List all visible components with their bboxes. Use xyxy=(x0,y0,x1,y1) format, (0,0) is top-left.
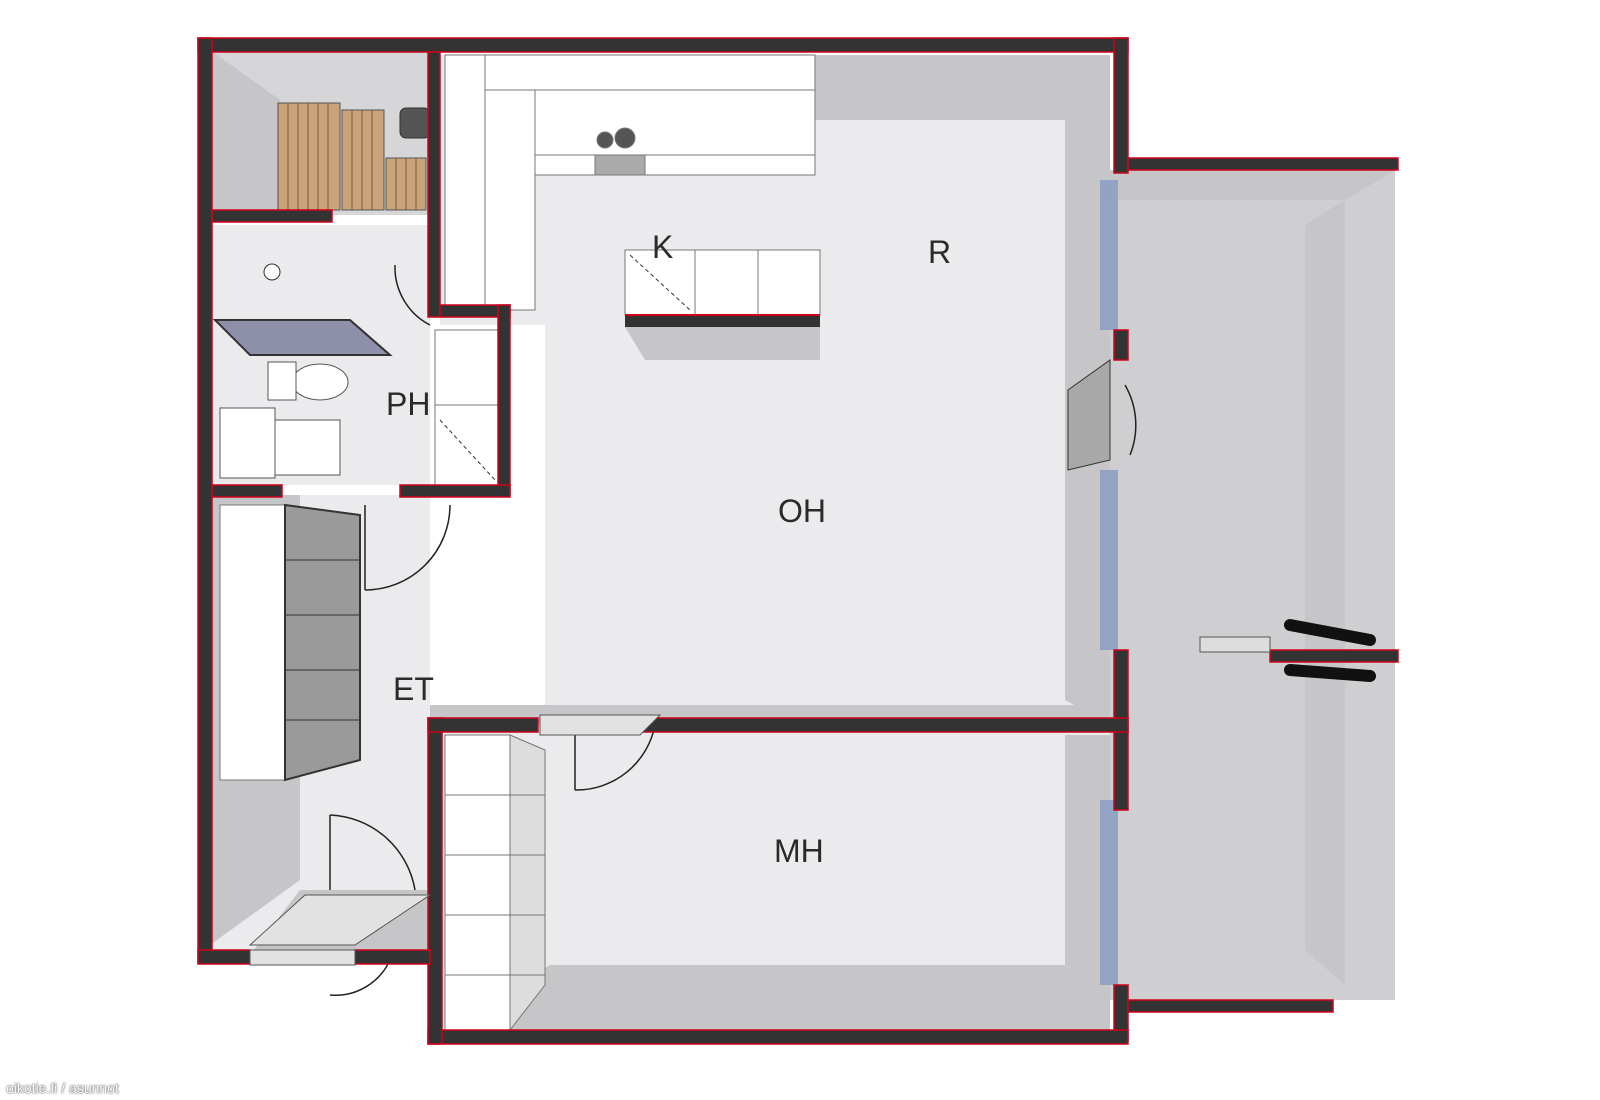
hob-ring-1 xyxy=(596,131,614,149)
wall-kitchen-vert xyxy=(497,304,511,496)
windows xyxy=(1100,180,1118,985)
balcony-door xyxy=(1067,359,1376,682)
sauna-benches xyxy=(277,102,431,211)
door-swings xyxy=(329,264,1137,996)
wall-bath-hall xyxy=(211,484,283,498)
fridge-lower xyxy=(434,404,501,486)
sink xyxy=(274,419,341,476)
room-label-kitchen: K xyxy=(652,229,673,265)
window-bedroom xyxy=(1100,800,1118,985)
sauna-left-shade xyxy=(210,50,280,215)
island-shade xyxy=(625,327,820,360)
bedroom-wardrobes xyxy=(444,734,546,1032)
balcony-bottom-wall xyxy=(1127,999,1334,1013)
counter-top-back xyxy=(459,54,816,91)
island-base xyxy=(625,315,820,327)
kitchen-island xyxy=(624,249,821,360)
hall-door-arc xyxy=(364,504,451,591)
oven xyxy=(594,154,646,176)
room-label-dining: R xyxy=(928,234,951,270)
wall-bottom-bedroom xyxy=(427,1029,1129,1045)
balcony-floor xyxy=(1110,170,1395,1000)
bath-door-arc xyxy=(394,264,431,326)
thresholds xyxy=(248,714,662,966)
bedroom-bottom-shade xyxy=(430,965,1110,1040)
bedroom-floor xyxy=(430,725,1110,1040)
shower-drain xyxy=(263,263,281,281)
walls xyxy=(197,37,1399,1045)
window-living xyxy=(1100,180,1118,330)
wall-right-upper xyxy=(1113,37,1129,174)
sauna-bench-mid xyxy=(341,109,385,211)
window-living-lower xyxy=(1100,470,1118,650)
balcony-right-shade xyxy=(1305,200,1345,985)
balcony-divider xyxy=(1269,649,1399,663)
bedroom-right-shade xyxy=(1065,735,1110,1040)
wall-sauna-right xyxy=(427,51,441,318)
balcony-top-shade xyxy=(1110,170,1395,200)
bench-slats xyxy=(287,103,417,210)
outer-door-arc xyxy=(329,959,391,996)
shower-screen xyxy=(212,319,393,356)
hob-ring-2 xyxy=(614,127,636,149)
wall-entry-bottom xyxy=(197,949,251,965)
toilet xyxy=(291,363,349,401)
wall-shading xyxy=(210,50,1395,1040)
wall-bedroom-left xyxy=(427,717,443,1045)
wall-living-bedroom-left xyxy=(427,717,539,733)
room-label-bedroom: MH xyxy=(774,833,824,869)
entry-door-arc xyxy=(329,814,416,891)
wall-top xyxy=(197,37,1129,53)
counter-top-run xyxy=(484,89,816,156)
room-label-bathroom: PH xyxy=(386,386,430,422)
counter-left-inner xyxy=(484,89,536,311)
upper-cabinets-row xyxy=(534,154,816,176)
toilet-tank xyxy=(267,361,297,401)
bathroom-fixtures xyxy=(212,263,393,479)
island-top xyxy=(624,249,821,316)
balcony-door-arc xyxy=(1124,384,1137,456)
washing-machine xyxy=(219,407,276,479)
watermark: oikotie.fi / asunnot xyxy=(6,1080,119,1096)
wall-right-mid xyxy=(1113,329,1129,361)
room-label-living: OH xyxy=(778,493,826,529)
living-top-shade xyxy=(815,55,1110,120)
hall-wardrobes xyxy=(219,503,361,782)
fridge xyxy=(434,329,501,406)
sauna-bench-upper xyxy=(277,102,341,211)
wall-sauna-bottom xyxy=(211,209,333,223)
wall-living-bedroom xyxy=(639,717,1129,733)
sauna-stove xyxy=(399,107,431,139)
living-floor xyxy=(430,55,1110,725)
room-label-hall: ET xyxy=(393,671,434,707)
kitchen-counters xyxy=(434,54,816,486)
wall-entry-bottom-r xyxy=(354,949,431,965)
bedroom-door-arc xyxy=(574,724,656,791)
balcony-top-wall xyxy=(1127,157,1399,171)
wall-left xyxy=(197,37,213,964)
counter-left-run xyxy=(444,54,486,311)
wall-bath-bottom xyxy=(399,484,511,498)
